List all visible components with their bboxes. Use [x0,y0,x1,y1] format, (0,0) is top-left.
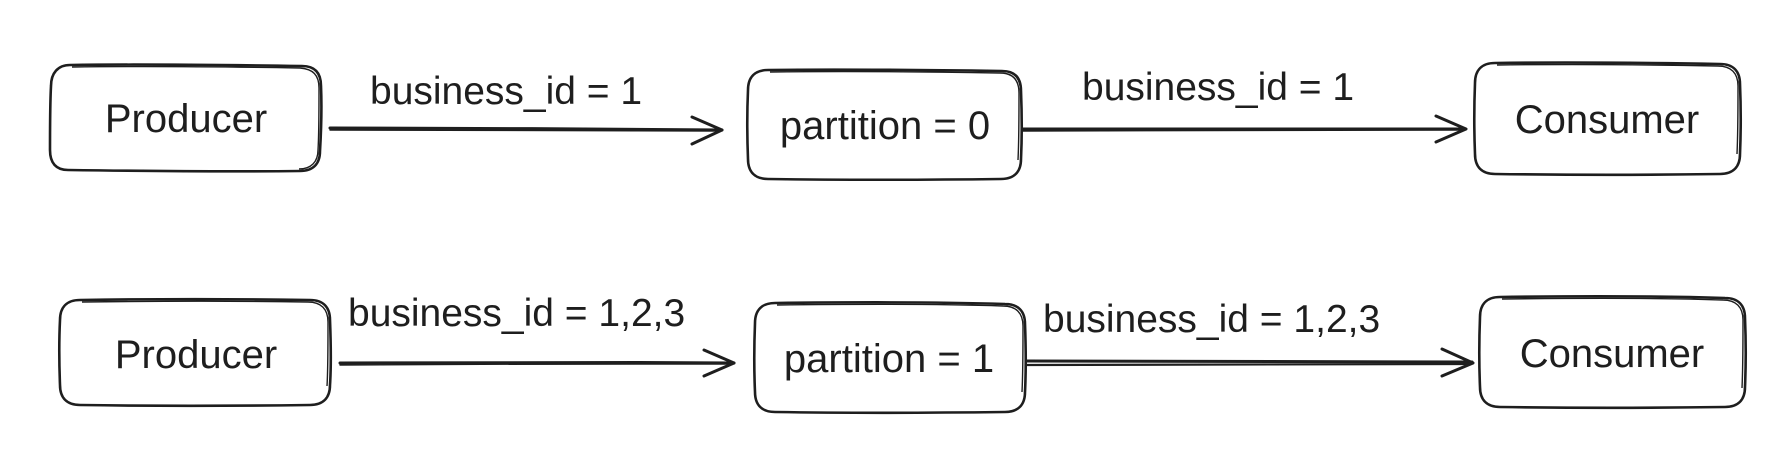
edge-label-partition-to-consumer: business_id = 1 [1082,66,1354,109]
consumer-label: Consumer [1520,332,1705,376]
arrow-partition-to-consumer [1021,114,1468,144]
arrow-producer-to-partition [338,348,736,378]
partition-box-1 [745,68,1024,182]
producer-label: Producer [105,97,267,141]
arrow-partition-to-consumer [1025,347,1475,378]
row-2: Producer business_id = 1,2,3 partition =… [57,292,1748,415]
edge-label-producer-to-partition: business_id = 1 [370,70,642,113]
consumer-box-2-sketch [1501,297,1744,389]
producer-box-2 [57,297,333,408]
partition-node[interactable]: partition = 0 [745,68,1024,182]
partition-label: partition = 0 [780,104,990,148]
partition-node[interactable]: partition = 1 [752,301,1028,415]
producer-node[interactable]: Producer [57,297,333,408]
producer-box-2-sketch [81,300,329,387]
row-1: Producer business_id = 1 partition = 0 b… [48,61,1743,182]
edge-label-partition-to-consumer: business_id = 1,2,3 [1043,298,1380,341]
arrow-producer-to-partition [328,115,724,146]
edge-label-producer-to-partition: business_id = 1,2,3 [348,292,685,335]
partition-box-2 [752,301,1028,415]
producer-box-1 [48,63,323,173]
partition-box-1-sketch [769,70,1020,161]
consumer-box-1 [1472,61,1743,177]
consumer-label: Consumer [1515,98,1700,142]
partition-label: partition = 1 [784,337,994,381]
partition-box-2-sketch [776,303,1024,393]
producer-box-1-sketch [71,65,320,170]
consumer-node[interactable]: Consumer [1472,61,1743,177]
consumer-node[interactable]: Consumer [1477,295,1748,410]
producer-node[interactable]: Producer [48,63,323,173]
consumer-box-2 [1477,295,1748,410]
consumer-box-1-sketch [1496,63,1739,155]
producer-label: Producer [115,333,277,377]
